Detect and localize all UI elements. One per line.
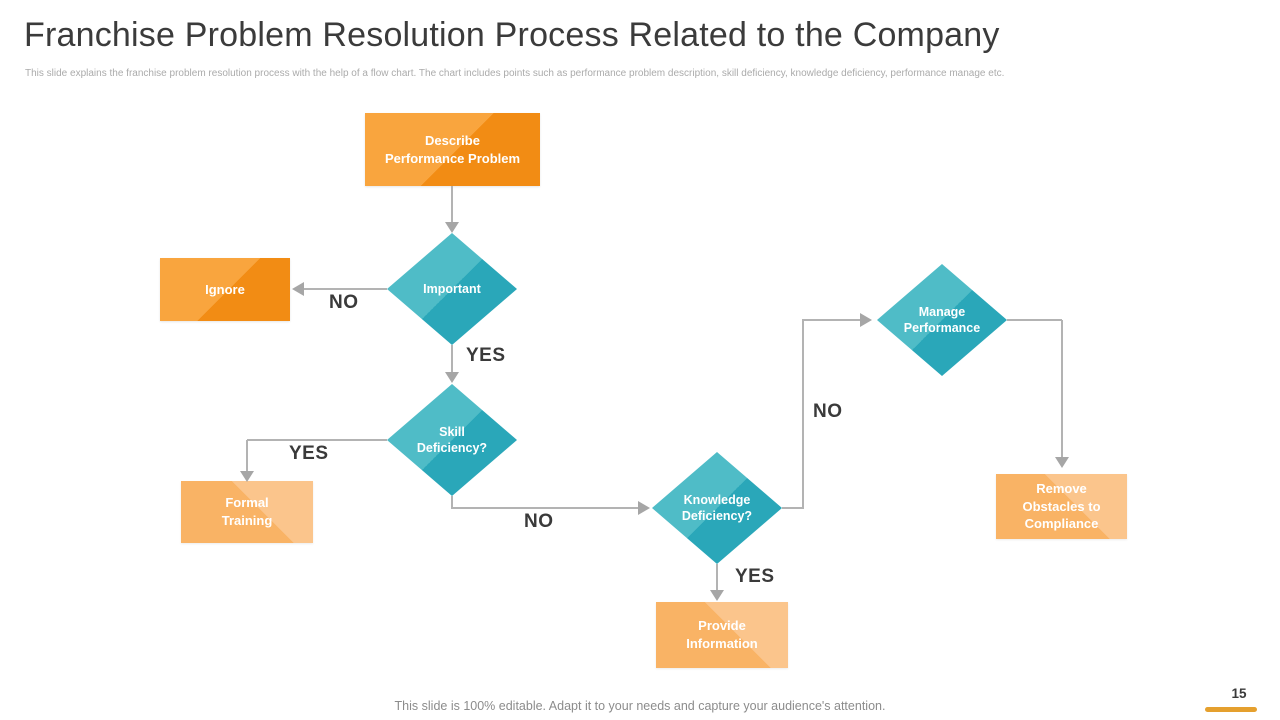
node-label-line: Skill (439, 424, 465, 439)
node-label-line: Performance (903, 321, 981, 335)
edge-label-no: NO (524, 511, 554, 532)
edge-label-no: NO (329, 292, 359, 313)
node-label-line: Describe (425, 132, 480, 148)
node-label-line: Knowledge (683, 492, 751, 507)
edge-label-no: NO (813, 401, 843, 422)
connector-skill-formal (246, 440, 248, 471)
connector-manage-remove (1007, 319, 1062, 321)
connector-manage-remove (1061, 320, 1063, 457)
edge-label-yes: YES (289, 443, 329, 464)
node-manage-performance-decision: Manage Performance (877, 264, 1007, 376)
node-formal-training: Formal Training (181, 481, 313, 543)
node-label-line: Training (221, 513, 273, 528)
connector-skill-knowledge (451, 496, 453, 508)
page-title: Franchise Problem Resolution Process Rel… (24, 16, 1000, 54)
node-remove-obstacles-to-compliance: Remove Obstacles to Compliance (996, 474, 1127, 539)
footer-note: This slide is 100% editable. Adapt it to… (394, 699, 886, 713)
edge-label-yes: YES (466, 345, 506, 366)
arrowhead-down-icon (445, 222, 459, 233)
arrowhead-down-icon (240, 471, 254, 482)
node-important-decision: Important (387, 233, 517, 345)
node-label-line: Formal (225, 495, 269, 511)
connector-skill-formal (247, 439, 387, 441)
connector-describe-important (451, 186, 453, 222)
connector-knowledge-manage (802, 319, 860, 321)
page-number-underline (1205, 707, 1257, 712)
node-label-line: Deficiency? (416, 441, 488, 455)
arrowhead-right-icon (860, 313, 872, 327)
node-ignore: Ignore (160, 258, 290, 321)
edge-label-yes: YES (735, 566, 775, 587)
connector-skill-knowledge (451, 507, 638, 509)
node-label-line: Important (423, 281, 481, 296)
connector-important-ignore (304, 288, 387, 290)
node-describe-performance-problem: Describe Performance Problem (365, 113, 540, 186)
node-label-line: Ignore (205, 281, 245, 297)
node-provide-information: Provide Information (656, 602, 788, 668)
connector-knowledge-manage (802, 320, 804, 509)
node-label-line: Performance Problem (384, 150, 521, 166)
node-label-line: Remove (1036, 481, 1087, 497)
connector-knowledge-provide (716, 564, 718, 590)
node-label-line: Provide (698, 618, 746, 634)
connector-knowledge-manage (782, 507, 803, 509)
arrowhead-down-icon (1055, 457, 1069, 468)
node-label-line: Information (686, 636, 758, 651)
page-number: 15 (1231, 686, 1247, 701)
connector-important-skill (451, 345, 453, 373)
node-label-line: Manage (918, 304, 966, 319)
page-subtitle: This slide explains the franchise proble… (25, 68, 1005, 79)
node-skill-deficiency-decision: Skill Deficiency? (387, 384, 517, 496)
node-label-line: Compliance (1024, 516, 1099, 532)
arrowhead-left-icon (292, 282, 304, 296)
arrowhead-down-icon (710, 590, 724, 601)
node-knowledge-deficiency-decision: Knowledge Deficiency? (652, 452, 782, 564)
node-label-line: Obstacles to (1022, 498, 1101, 514)
arrowhead-down-icon (445, 372, 459, 383)
node-label-line: Deficiency? (681, 509, 753, 523)
arrowhead-right-icon (638, 501, 650, 515)
